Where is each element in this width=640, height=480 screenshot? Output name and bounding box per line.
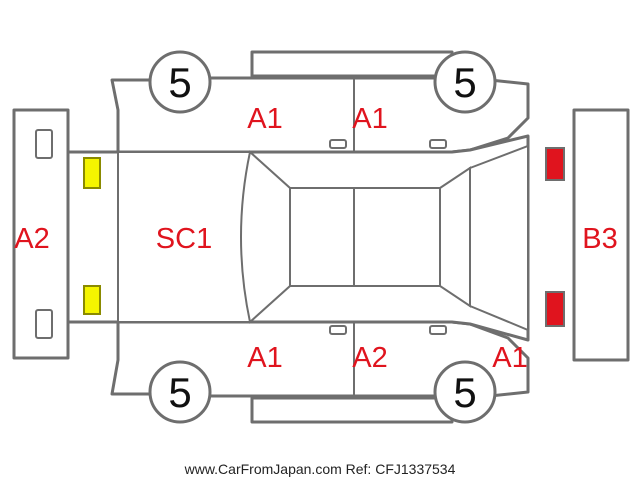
tire-rear-right: 5 — [433, 360, 497, 424]
tire-front-left-tread: 5 — [168, 59, 191, 106]
tire-front-right-tread: 5 — [453, 59, 476, 106]
headlight-upper-marker — [83, 157, 101, 189]
tire-rear-left: 5 — [148, 360, 212, 424]
code-lower-rear-door: A2 — [352, 342, 387, 374]
taillight-upper-marker — [545, 147, 565, 181]
headlight-lower-marker — [83, 285, 101, 315]
tire-front-right: 5 — [433, 50, 497, 114]
code-lower-rear-quarter: A1 — [492, 342, 527, 374]
upper-sill — [250, 50, 454, 78]
car-body-top-view — [66, 134, 530, 342]
code-hood: SC1 — [156, 223, 212, 255]
code-lower-front-door: A1 — [247, 342, 282, 374]
tire-rear-right-tread: 5 — [453, 369, 476, 416]
taillight-lower-marker — [545, 291, 565, 327]
code-rear-bumper: B3 — [582, 223, 617, 255]
code-upper-rear-door: A1 — [352, 103, 387, 135]
code-front-bumper: A2 — [14, 223, 49, 255]
tire-front-left: 5 — [148, 50, 212, 114]
footer-reference: www.CarFromJapan.com Ref: CFJ1337534 — [184, 461, 456, 477]
code-upper-front-door: A1 — [247, 103, 282, 135]
tire-rear-left-tread: 5 — [168, 369, 191, 416]
rear-bumper — [572, 108, 630, 362]
lower-sill — [250, 396, 454, 424]
front-bumper — [12, 108, 70, 360]
